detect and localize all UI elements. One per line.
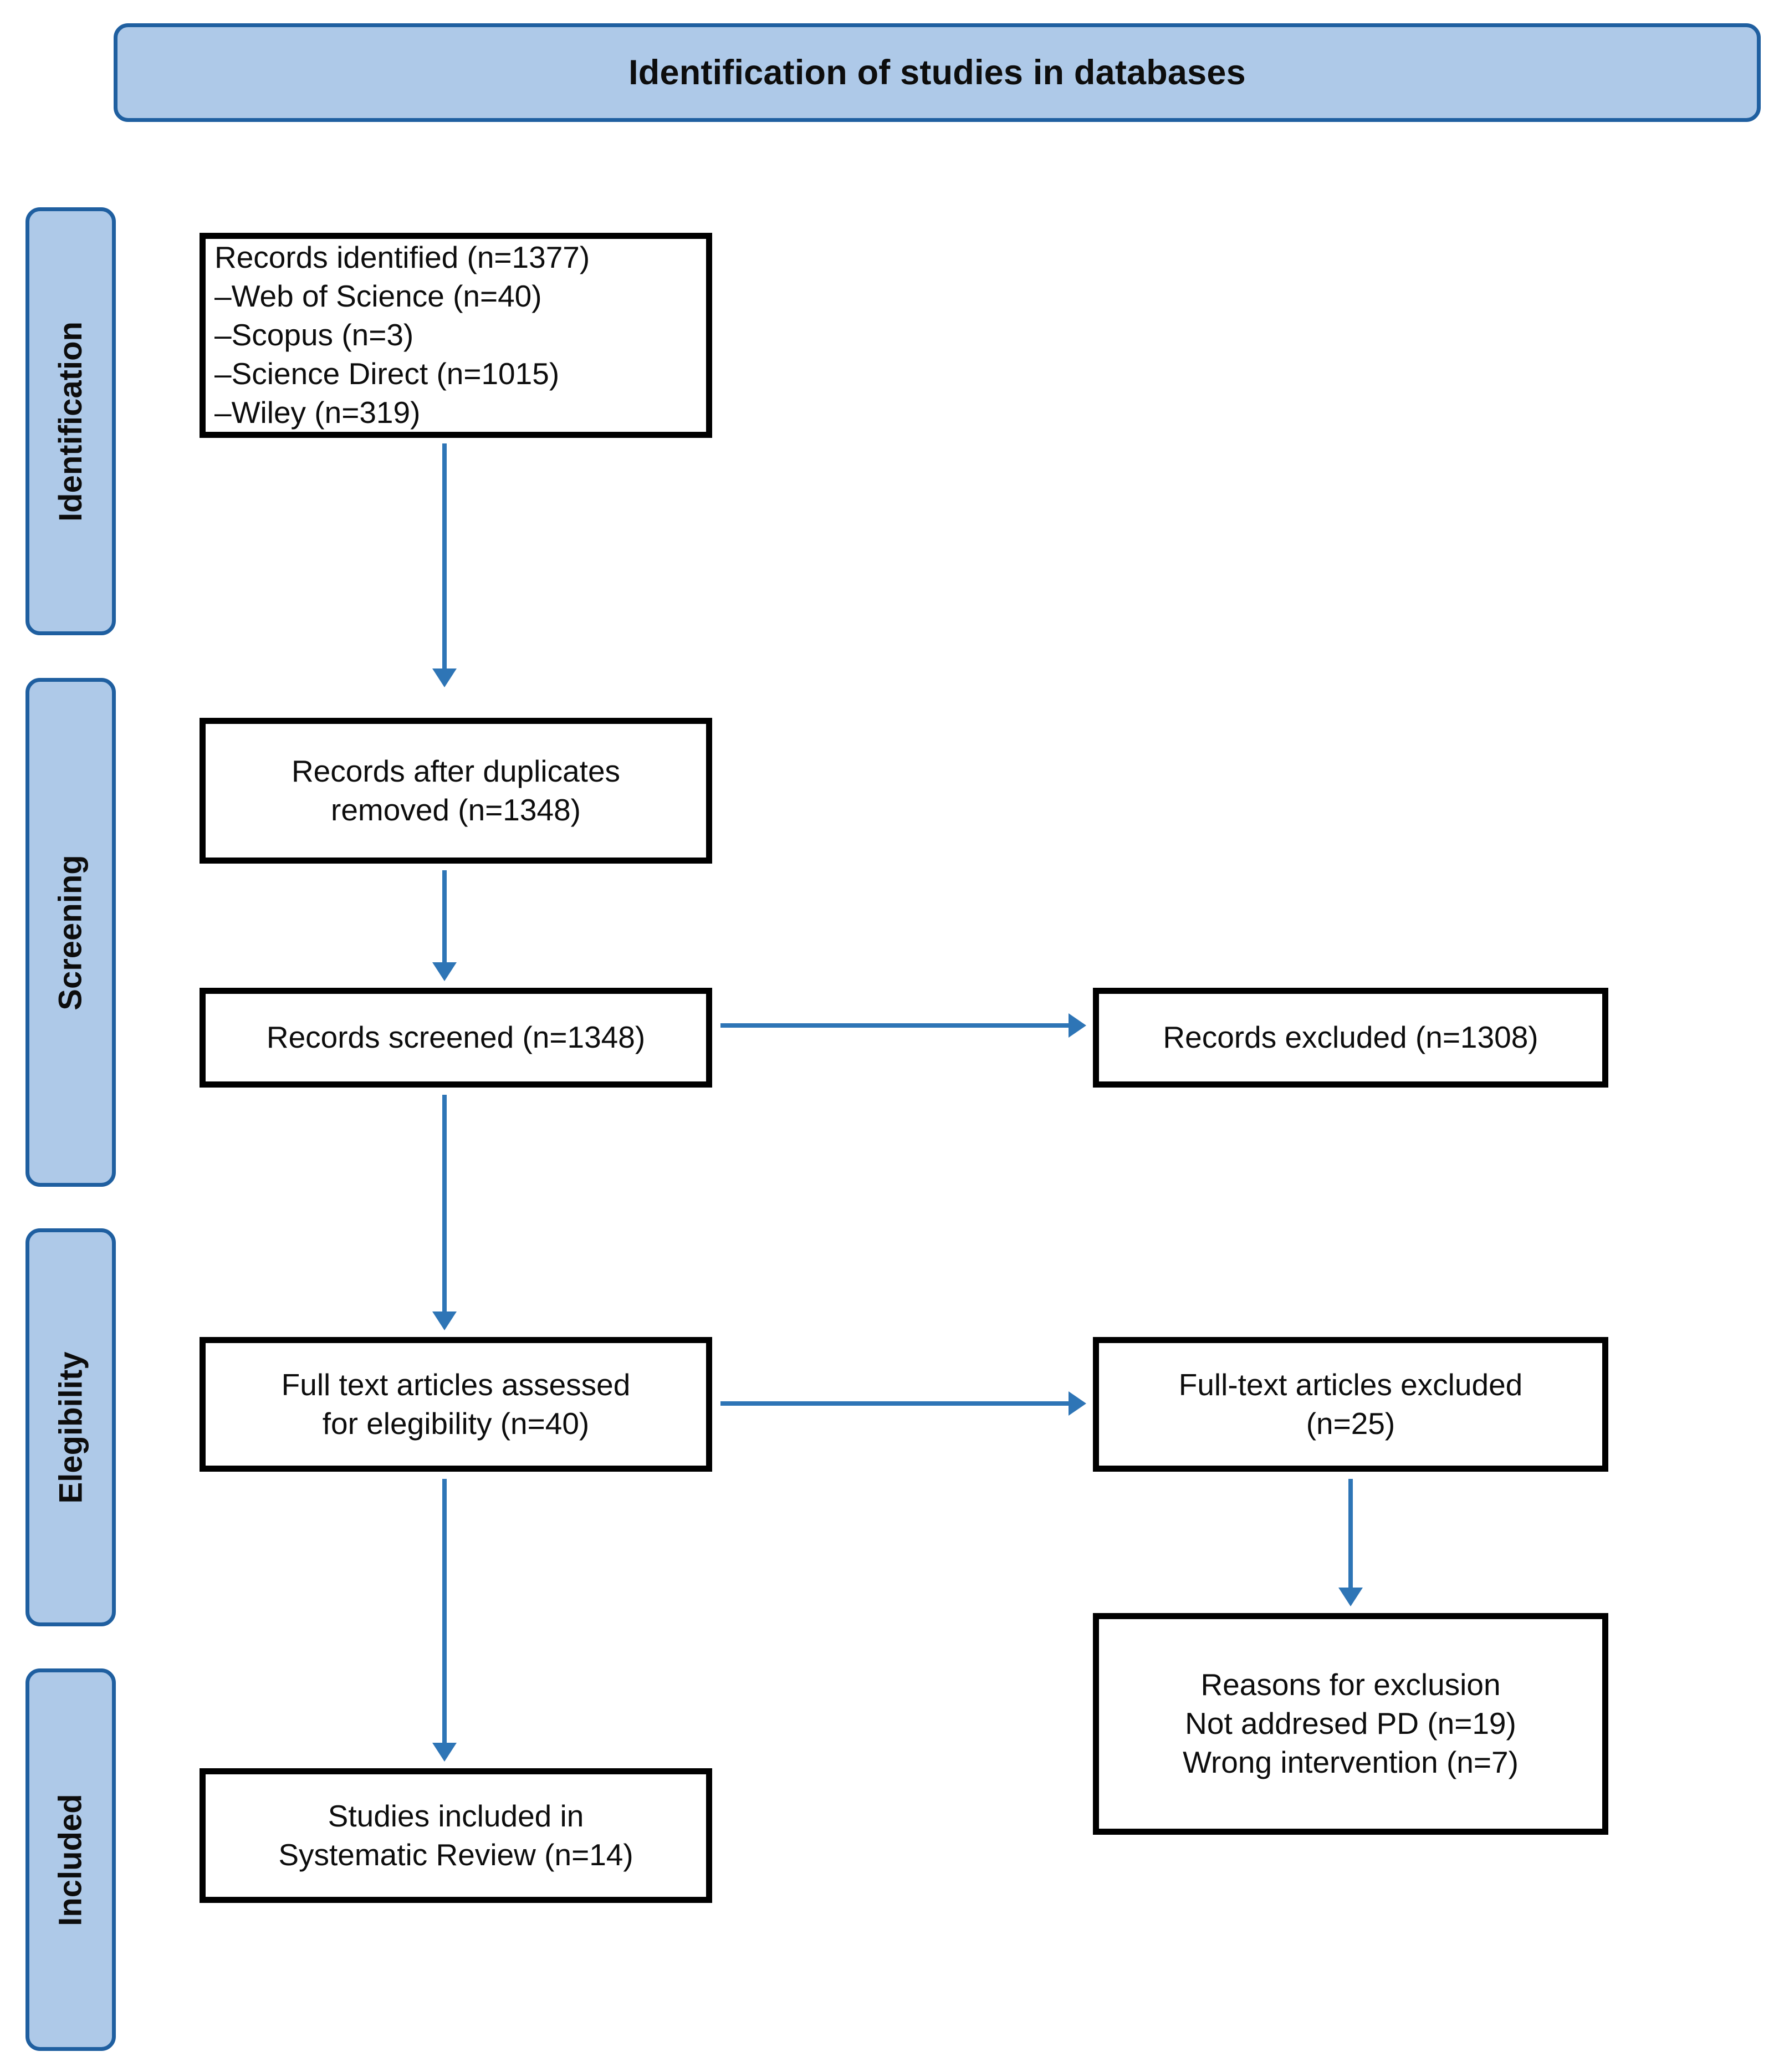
box-line: Wrong intervention (n=7)	[1183, 1744, 1519, 1779]
arrow-shaft	[442, 443, 447, 671]
box-line: Records excluded (n=1308)	[1163, 1020, 1538, 1055]
arrow-fulltext-to-ftexcluded	[720, 1391, 1086, 1416]
box-line: Reasons for exclusion	[1200, 1667, 1501, 1702]
box-line: Full-text articles excluded	[1178, 1367, 1523, 1402]
arrow-ftexcluded-to-reasons	[1338, 1479, 1363, 1606]
box-line: Studies included in	[328, 1798, 584, 1833]
box-line: Full text articles assessed	[281, 1367, 631, 1402]
arrow-screened-to-fulltext	[432, 1095, 457, 1330]
arrow-shaft	[442, 1479, 447, 1745]
box-records-after-duplicates-removed: Records after duplicates removed (n=1348…	[200, 718, 712, 864]
box-records-excluded: Records excluded (n=1308)	[1093, 988, 1608, 1088]
phase-label-included: Included	[53, 1793, 89, 1926]
box-line: –Science Direct (n=1015)	[214, 356, 560, 391]
arrow-dedup-to-screened	[432, 870, 457, 981]
phase-tab-eligibility: Elegibility	[25, 1228, 116, 1626]
box-studies-included: Studies included in Systematic Review (n…	[200, 1768, 712, 1903]
arrow-shaft	[720, 1023, 1071, 1028]
box-records-identified: Records identified (n=1377) –Web of Scie…	[200, 233, 712, 438]
arrow-head	[432, 1743, 457, 1762]
box-line: Records screened (n=1348)	[266, 1020, 646, 1055]
diagram-header-banner: Identification of studies in databases	[114, 23, 1761, 122]
box-line: for elegibility (n=40)	[322, 1406, 590, 1441]
box-line: Not addresed PD (n=19)	[1185, 1706, 1516, 1741]
phase-label-identification: Identification	[53, 321, 89, 522]
box-line: removed (n=1348)	[331, 792, 581, 827]
box-line: Systematic Review (n=14)	[278, 1837, 633, 1872]
phase-label-eligibility: Elegibility	[53, 1351, 89, 1503]
arrow-head	[1069, 1391, 1086, 1416]
arrow-head	[432, 1311, 457, 1330]
arrow-identified-to-dedup	[432, 443, 457, 687]
box-line: –Wiley (n=319)	[214, 395, 421, 430]
box-line: Records identified (n=1377)	[214, 240, 590, 275]
box-full-text-excluded: Full-text articles excluded (n=25)	[1093, 1337, 1608, 1472]
arrow-shaft	[720, 1401, 1071, 1406]
arrow-screened-to-excluded	[720, 1013, 1086, 1038]
arrow-shaft	[442, 1095, 447, 1314]
arrow-head	[432, 962, 457, 981]
arrow-head	[1338, 1588, 1363, 1606]
arrow-shaft	[1348, 1479, 1353, 1590]
box-records-screened: Records screened (n=1348)	[200, 988, 712, 1088]
phase-label-screening: Screening	[53, 854, 89, 1011]
box-reasons-for-exclusion: Reasons for exclusion Not addresed PD (n…	[1093, 1613, 1608, 1835]
arrow-head	[1069, 1013, 1086, 1038]
page-title: Identification of studies in databases	[628, 53, 1246, 92]
box-line: –Scopus (n=3)	[214, 318, 414, 353]
arrow-shaft	[442, 870, 447, 964]
phase-tab-screening: Screening	[25, 678, 116, 1187]
phase-tab-identification: Identification	[25, 207, 116, 635]
arrow-fulltext-to-included	[432, 1479, 457, 1762]
box-line: Records after duplicates	[291, 753, 621, 788]
box-line: –Web of Science (n=40)	[214, 279, 542, 314]
arrow-head	[432, 668, 457, 687]
box-full-text-assessed: Full text articles assessed for elegibil…	[200, 1337, 712, 1472]
box-line: (n=25)	[1306, 1406, 1395, 1441]
phase-tab-included: Included	[25, 1668, 116, 2051]
